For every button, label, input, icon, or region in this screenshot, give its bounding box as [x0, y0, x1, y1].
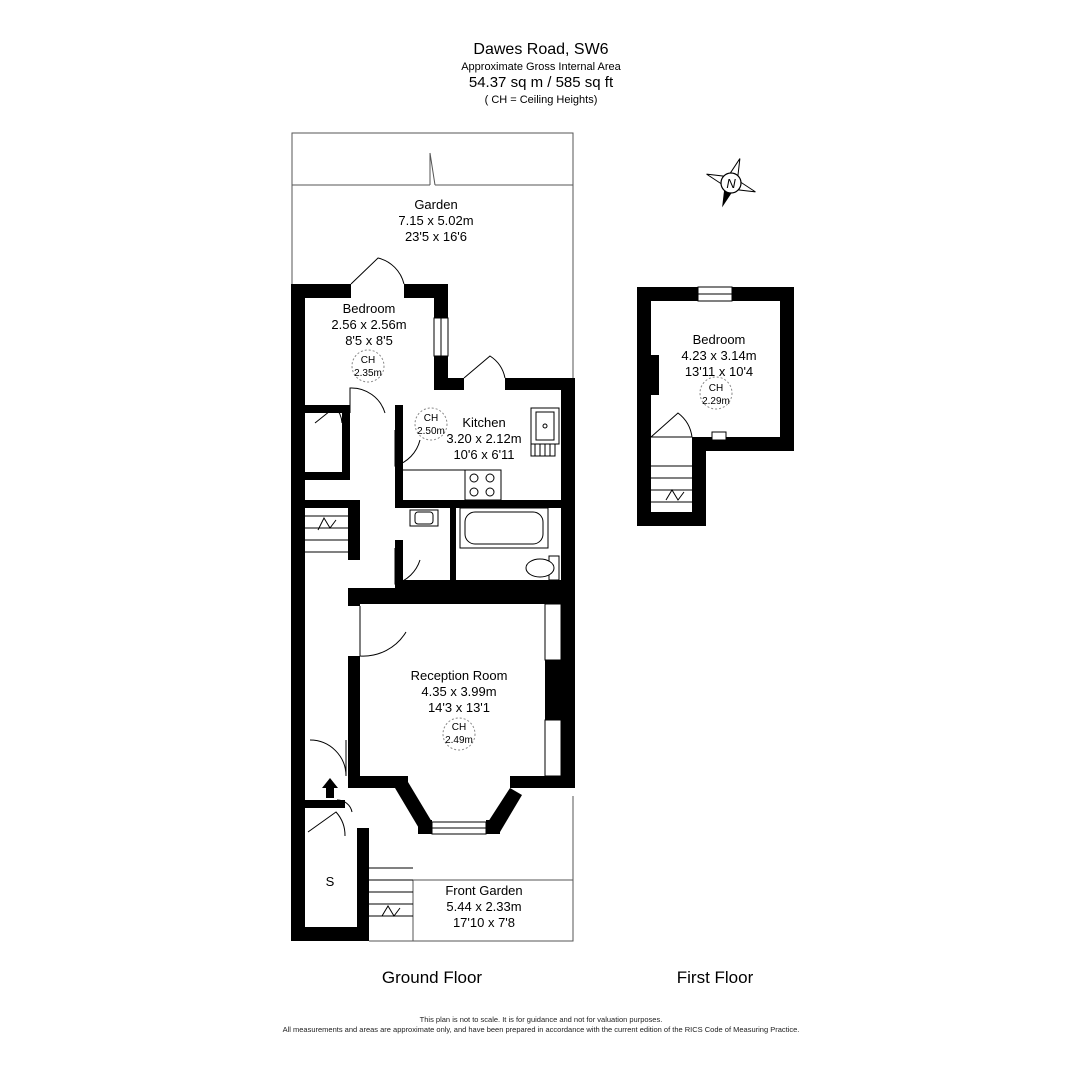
- reception-ch-value: 2.49m: [445, 735, 473, 746]
- property-title: Dawes Road, SW6: [473, 41, 609, 58]
- ground-bedroom-name: Bedroom: [343, 301, 396, 316]
- ground-bedroom-imperial: 8'5 x 8'5: [345, 333, 393, 348]
- kitchen-imperial: 10'6 x 6'11: [453, 447, 514, 462]
- ground-floor-walls: [291, 284, 575, 941]
- kitchen-metric: 3.20 x 2.12m: [446, 431, 521, 446]
- garden-boundary: [291, 132, 574, 380]
- ground-floor-windows: [431, 317, 562, 835]
- front-garden-boundary: [369, 796, 574, 942]
- north-compass-icon: N: [706, 158, 756, 208]
- ground-bedroom-ch-value: 2.35m: [354, 368, 382, 379]
- ceiling-height-note: ( CH = Ceiling Heights): [484, 94, 598, 106]
- disclaimer-line-1: This plan is not to scale. It is for gui…: [419, 1015, 663, 1024]
- compass-letter: N: [726, 176, 736, 191]
- first-bedroom-ch-value: 2.29m: [702, 396, 730, 407]
- entrance-arrow-icon: [322, 778, 338, 798]
- kitchen-ch-value: 2.50m: [417, 426, 445, 437]
- reception-name: Reception Room: [411, 668, 508, 683]
- ceiling-height-markers: [351, 349, 733, 751]
- plan-header: Dawes Road, SW6 Approximate Gross Intern…: [0, 40, 1082, 108]
- reception-metric: 4.35 x 3.99m: [421, 684, 496, 699]
- reception-ch-label: CH: [452, 722, 466, 733]
- area-caption: Approximate Gross Internal Area: [461, 61, 621, 73]
- first-bedroom-name: Bedroom: [693, 332, 746, 347]
- gross-area: 54.37 sq m / 585 sq ft: [468, 74, 614, 91]
- ground-floor-stairs: [305, 515, 413, 917]
- reception-imperial: 14'3 x 13'1: [428, 700, 490, 715]
- bathroom-fixtures: [409, 507, 560, 581]
- kitchen-name: Kitchen: [462, 415, 505, 430]
- kitchen-ch-label: CH: [424, 413, 438, 424]
- first-bedroom-imperial: 13'11 x 10'4: [685, 364, 753, 379]
- first-floor-door-and-stairs: [650, 412, 693, 503]
- disclaimer: This plan is not to scale. It is for gui…: [0, 1015, 1082, 1035]
- front-garden-name: Front Garden: [445, 883, 522, 898]
- first-bedroom-ch-label: CH: [709, 383, 723, 394]
- kitchen-fixtures: [403, 407, 560, 501]
- disclaimer-line-2: All measurements and areas are approxima…: [282, 1025, 800, 1034]
- ground-bedroom-metric: 2.56 x 2.56m: [331, 317, 406, 332]
- garden-imperial: 23'5 x 16'6: [405, 229, 467, 244]
- garden-name: Garden: [414, 197, 457, 212]
- storage-label: S: [326, 874, 335, 889]
- first-bedroom-metric: 4.23 x 3.14m: [681, 348, 756, 363]
- first-floor-windows: [697, 286, 733, 441]
- garden-metric: 7.15 x 5.02m: [398, 213, 473, 228]
- ground-floor-doors: [307, 257, 506, 837]
- front-garden-metric: 5.44 x 2.33m: [446, 899, 521, 914]
- ground-bedroom-ch-label: CH: [361, 355, 375, 366]
- ground-floor-label: Ground Floor: [381, 968, 483, 987]
- first-floor-label: First Floor: [676, 968, 754, 987]
- front-garden-imperial: 17'10 x 7'8: [453, 915, 515, 930]
